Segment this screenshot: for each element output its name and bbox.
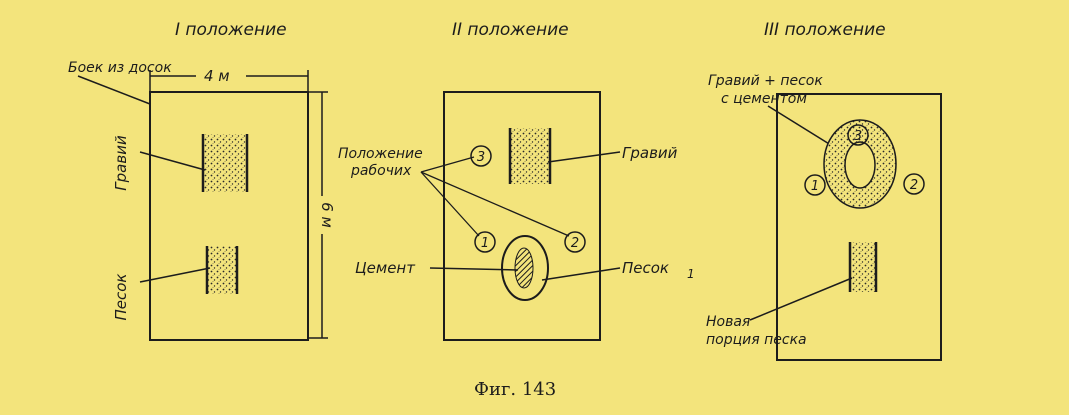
worker-1-number-p3: 1 (811, 179, 819, 194)
worker-3-number: 3 (477, 150, 485, 165)
board-panel-1 (149, 91, 309, 341)
sand-label-1: Песок (112, 274, 130, 321)
sand-pile-1 (207, 246, 237, 294)
new-sand-leader (749, 277, 853, 321)
gravel-pile-1 (203, 134, 247, 192)
new-sand-label-line-1: Новая (706, 314, 750, 330)
gravel-leader-1 (139, 151, 206, 171)
panel-1: I положение Боек из досок 4 м 6 м Гравий… (68, 20, 336, 341)
sand-ring (501, 235, 549, 301)
sand-leader-1 (139, 267, 211, 283)
panel-3: III положение Гравий + песок с цементом … (706, 20, 942, 361)
worker-3-number-p3: 3 (854, 129, 862, 144)
cement-leader (429, 267, 519, 271)
gravel-label-2: Гравий (622, 144, 678, 162)
workers-leader-2 (420, 171, 570, 237)
mix-label-line-1: Гравий + песок (708, 73, 823, 89)
workers-leader-3 (420, 156, 475, 173)
worker-2-number: 2 (571, 236, 579, 251)
panel-3-title: III положение (764, 20, 886, 40)
width-label: 4 м (204, 67, 230, 85)
panel-2: II положение Гравий Положение рабочих 3 … (338, 20, 695, 341)
sand-leader-2 (541, 267, 621, 281)
workers-leader-1 (420, 171, 480, 237)
gravel-leader-2 (547, 151, 621, 163)
cement-label: Цемент (355, 259, 416, 277)
new-sand-label-line-2: порция песка (706, 332, 807, 348)
figure-caption: Фиг. 143 (474, 379, 556, 400)
worker-3-marker (470, 145, 492, 167)
worker-3-marker-p3 (847, 124, 869, 146)
panel-2-title: II положение (452, 20, 569, 40)
gravel-pile-2 (510, 128, 550, 184)
worker-1-marker-p3 (804, 174, 826, 196)
mix-label-line-2: с цементом (721, 91, 807, 107)
workers-label-line-1: Положение (338, 146, 423, 162)
worker-2-marker-p3 (903, 173, 925, 195)
mix-center (844, 141, 876, 189)
stray-mark: 1 (687, 267, 695, 281)
worker-1-number: 1 (481, 236, 489, 251)
worker-2-marker (564, 231, 586, 253)
board-panel-3 (776, 93, 942, 361)
workers-label-line-2: рабочих (350, 163, 412, 179)
panel-1-title: I положение (175, 20, 287, 40)
gravel-label-1: Гравий (112, 135, 130, 191)
boards-leader (77, 75, 151, 105)
worker-1-marker (474, 231, 496, 253)
board-panel-2 (443, 91, 601, 341)
worker-2-number-p3: 2 (910, 178, 918, 193)
height-label: 6 м (318, 202, 336, 228)
cement-pile (514, 247, 534, 289)
sand-label-2: Песок (622, 259, 669, 277)
boards-label: Боек из досок (68, 60, 172, 76)
new-sand-pile (850, 242, 876, 292)
